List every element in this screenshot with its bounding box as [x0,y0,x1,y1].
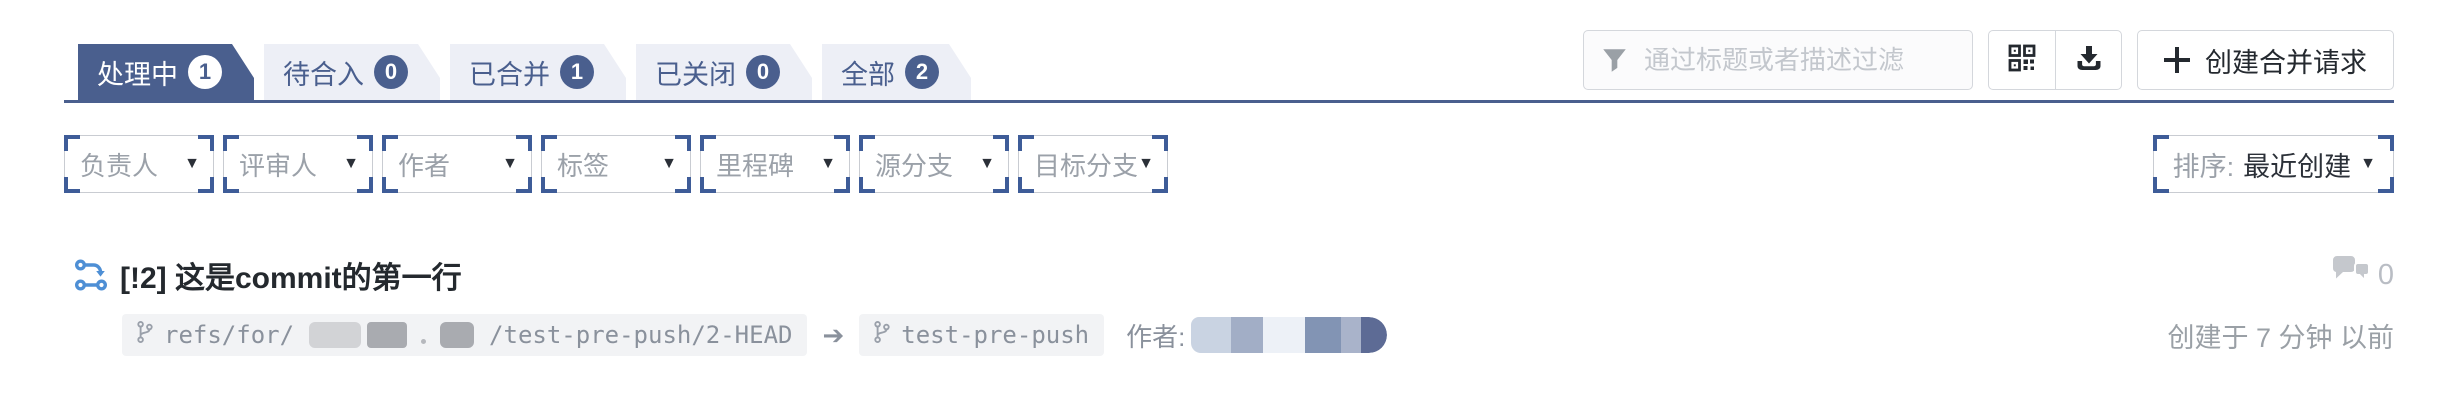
git-branch-icon [137,321,153,349]
filter-dropdown-label[interactable]: 标签 [541,135,691,193]
author-label: 作者: [1126,321,1186,352]
target-branch-name: test-pre-push [901,321,1090,349]
merge-request-title-line: [!2] 这是commit的第一行 0 [64,253,2394,297]
chevron-down-icon [661,155,677,173]
comment-icon [2331,255,2371,295]
create-button-label: 创建合并请求 [2205,47,2367,78]
search-input[interactable] [1583,30,1973,90]
filter-dropdown-assignee[interactable]: 负责人 [64,135,214,193]
sort-dropdown[interactable]: 排序: 最近创建 [2152,135,2395,193]
plus-icon [2164,47,2190,73]
source-ref-badge: refs/for/ /test-pre-push/2-HEAD [122,314,808,356]
status-tabs: 处理中 1 待合入 0 已合并 1 已关闭 0 全部 2 [78,44,971,100]
chevron-down-icon [1138,155,1154,173]
redacted-author-name [1191,317,1388,353]
filter-bar: 负责人 评审人 作者 标签 里程碑 源分支 目标分支 排序: 最 [64,135,2395,193]
tab-label: 处理中 [97,59,178,90]
merge-request-row: [!2] 这是commit的第一行 0 [64,253,2394,356]
view-buttons [1988,30,2122,90]
export-button[interactable] [2055,31,2121,89]
redacted-ref-segment [309,322,475,348]
download-icon [2074,43,2104,78]
tab-count-badge: 1 [560,55,594,89]
filter-label: 标签 [557,150,610,181]
filter-label: 目标分支 [1034,150,1139,181]
comment-count: 0 [2377,258,2394,291]
tab-merged[interactable]: 已合并 1 [450,44,626,100]
source-ref-suffix: /test-pre-push/2-HEAD [489,321,793,349]
sort-value: 最近创建 [2243,151,2352,182]
toolbar: 创建合并请求 [1583,30,2394,90]
merge-request-title[interactable]: [!2] 这是commit的第一行 [120,262,462,295]
merge-request-meta-line: refs/for/ /test-pre-push/2-HEAD test-pre… [122,314,2394,356]
filter-label: 负责人 [80,150,159,181]
tab-open[interactable]: 处理中 1 [78,44,254,100]
created-time: 创建于 7 分钟 以前 [2167,322,2394,353]
filter-label: 作者 [398,150,451,181]
header-bar: 处理中 1 待合入 0 已合并 1 已关闭 0 全部 2 [64,26,2394,103]
chevron-down-icon [343,155,359,173]
filter-dropdown-source-branch[interactable]: 源分支 [859,135,1009,193]
sort-label: 排序: [2172,151,2235,182]
tab-label: 全部 [841,59,895,90]
merge-request-icon [74,258,108,292]
filter-dropdown-milestone[interactable]: 里程碑 [700,135,850,193]
comment-counter[interactable]: 0 [2331,255,2394,295]
tab-count-badge: 1 [188,55,222,89]
filter-dropdown-target-branch[interactable]: 目标分支 [1018,135,1168,193]
tab-label: 已关闭 [655,59,736,90]
tab-count-badge: 0 [746,55,780,89]
create-merge-request-button[interactable]: 创建合并请求 [2137,30,2394,90]
chevron-down-icon [2360,155,2376,173]
tab-label: 已合并 [469,59,550,90]
tab-can-merge[interactable]: 待合入 0 [264,44,440,100]
qrcode-icon [2007,43,2037,78]
arrow-right-icon [822,320,844,351]
filter-label: 评审人 [239,150,318,181]
filter-funnel-icon [1601,47,1628,79]
chevron-down-icon [979,155,995,173]
source-ref-prefix: refs/for/ [164,321,295,349]
search-box [1583,30,1973,90]
git-branch-icon [874,321,890,349]
chevron-down-icon [820,155,836,173]
filter-dropdown-author[interactable]: 作者 [382,135,532,193]
filter-dropdown-reviewer[interactable]: 评审人 [223,135,373,193]
tab-count-badge: 2 [905,55,939,89]
filter-label: 源分支 [875,150,954,181]
tab-closed[interactable]: 已关闭 0 [636,44,812,100]
tab-all[interactable]: 全部 2 [822,44,971,100]
target-branch-badge: test-pre-push [859,314,1105,356]
chevron-down-icon [502,155,518,173]
qrcode-button[interactable] [1989,31,2055,89]
chevron-down-icon [184,155,200,173]
tab-count-badge: 0 [374,55,408,89]
tab-label: 待合入 [283,59,364,90]
filter-label: 里程碑 [716,150,795,181]
